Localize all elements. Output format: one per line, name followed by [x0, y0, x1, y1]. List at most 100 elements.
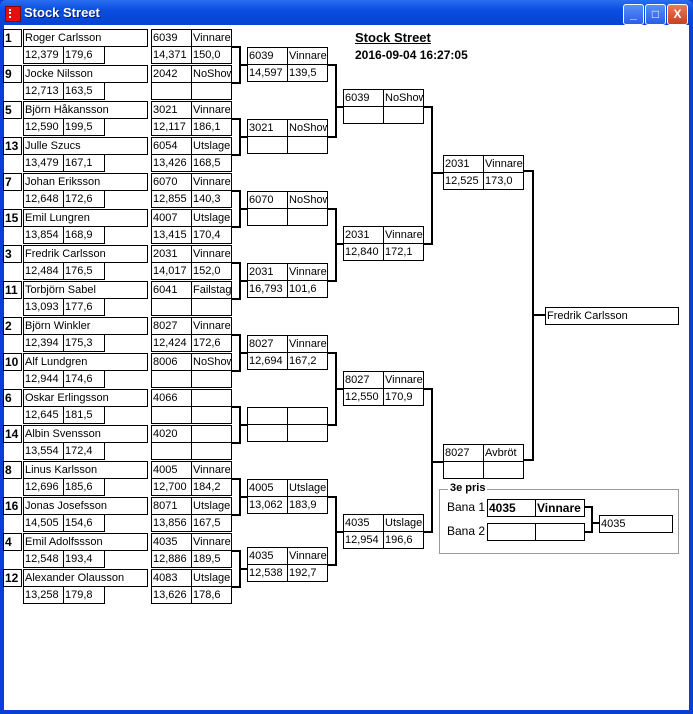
title-bar[interactable]: Stock Street _ □ X — [0, 0, 693, 25]
round1-status: Utslagen — [191, 209, 232, 227]
round1-car[interactable]: 4083 — [151, 569, 192, 587]
round1-speed: 140,3 — [191, 190, 232, 208]
semifinal-car[interactable]: 8027 — [443, 444, 484, 462]
round2-car[interactable]: 8027 — [247, 335, 288, 353]
player-time: 12,648 — [23, 190, 64, 208]
connector-line — [328, 496, 343, 566]
round2-status: Vinnare — [287, 547, 328, 565]
connector-line — [232, 406, 247, 444]
player-name[interactable]: Björn Håkansson — [23, 101, 148, 119]
round1-car[interactable]: 3021 — [151, 101, 192, 119]
player-name[interactable]: Alexander Olausson — [23, 569, 148, 587]
seed-number: 13 — [3, 137, 22, 155]
lane1-label: Bana 1 — [447, 500, 486, 514]
seed-number: 4 — [3, 533, 22, 551]
round1-status: Utslagen — [191, 137, 232, 155]
round3-status: Vinnare — [383, 226, 424, 244]
round2-status: Vinnare — [287, 47, 328, 65]
round1-car[interactable]: 6039 — [151, 29, 192, 47]
player-speed: 185,6 — [63, 478, 105, 496]
round1-time: 12,424 — [151, 334, 192, 352]
round2-car[interactable]: 2031 — [247, 263, 288, 281]
round2-car[interactable] — [247, 407, 288, 425]
seed-number: 15 — [3, 209, 22, 227]
close-button[interactable]: X — [667, 4, 688, 25]
player-name[interactable]: Fredrik Carlsson — [23, 245, 148, 263]
seed-number: 1 — [3, 29, 22, 47]
player-name[interactable]: Albin Svensson — [23, 425, 148, 443]
round1-car[interactable]: 2042 — [151, 65, 192, 83]
seed-number: 14 — [3, 425, 22, 443]
player-name[interactable]: Roger Carlsson — [23, 29, 148, 47]
round1-car[interactable]: 4005 — [151, 461, 192, 479]
player-name[interactable]: Julle Szucs — [23, 137, 148, 155]
player-speed: 163,5 — [63, 82, 105, 100]
round1-car[interactable]: 4035 — [151, 533, 192, 551]
round2-speed: 192,7 — [287, 564, 328, 582]
third-lane1-car[interactable]: 4035 — [487, 499, 536, 517]
round1-car[interactable]: 8027 — [151, 317, 192, 335]
player-name[interactable]: Johan Eriksson — [23, 173, 148, 191]
third-lane2-car[interactable] — [487, 523, 536, 541]
round1-car[interactable]: 4020 — [151, 425, 192, 443]
round3-car[interactable]: 4035 — [343, 514, 384, 532]
player-name[interactable]: Emil Lungren — [23, 209, 148, 227]
round1-car[interactable]: 4007 — [151, 209, 192, 227]
round1-car[interactable]: 2031 — [151, 245, 192, 263]
maximize-button[interactable]: □ — [645, 4, 666, 25]
player-name[interactable]: Oskar Erlingsson — [23, 389, 148, 407]
round2-status: Vinnare — [287, 263, 328, 281]
player-speed: 181,5 — [63, 406, 105, 424]
round2-car[interactable]: 4005 — [247, 479, 288, 497]
round3-car[interactable]: 8027 — [343, 371, 384, 389]
minimize-button[interactable]: _ — [623, 4, 644, 25]
player-name[interactable]: Emil Adolfssson — [23, 533, 148, 551]
player-name[interactable]: Jonas Josefsson — [23, 497, 148, 515]
round1-car[interactable]: 6041 — [151, 281, 192, 299]
round2-time — [247, 136, 288, 154]
player-name[interactable]: Björn Winkler — [23, 317, 148, 335]
round1-car[interactable]: 8006 — [151, 353, 192, 371]
player-time: 12,548 — [23, 550, 64, 568]
round3-car[interactable]: 6039 — [343, 89, 384, 107]
event-title: Stock Street — [355, 30, 431, 45]
player-time: 13,258 — [23, 586, 64, 604]
player-name[interactable]: Linus Karlsson — [23, 461, 148, 479]
round1-time: 12,117 — [151, 118, 192, 136]
round1-car[interactable]: 6070 — [151, 173, 192, 191]
semifinal-speed — [483, 461, 524, 479]
player-name[interactable]: Jocke Nilsson — [23, 65, 148, 83]
player-name[interactable]: Alf Lundgren — [23, 353, 148, 371]
player-name[interactable]: Torbjörn Sabel — [23, 281, 148, 299]
round1-car[interactable]: 8071 — [151, 497, 192, 515]
player-time: 12,645 — [23, 406, 64, 424]
round1-status: Utslagen — [191, 569, 232, 587]
round2-car[interactable]: 3021 — [247, 119, 288, 137]
round2-car[interactable]: 4035 — [247, 547, 288, 565]
seed-number: 6 — [3, 389, 22, 407]
seed-number: 3 — [3, 245, 22, 263]
round1-speed: 152,0 — [191, 262, 232, 280]
round2-car[interactable]: 6039 — [247, 47, 288, 65]
semifinal-time: 12,525 — [443, 172, 484, 190]
seed-number: 12 — [3, 569, 22, 587]
seed-number: 2 — [3, 317, 22, 335]
round1-car[interactable]: 6054 — [151, 137, 192, 155]
round3-car[interactable]: 2031 — [343, 226, 384, 244]
third-lane2-status — [535, 523, 585, 541]
round3-speed: 196,6 — [383, 531, 424, 549]
player-time: 12,944 — [23, 370, 64, 388]
connector-line — [232, 118, 247, 156]
connector-line — [524, 170, 545, 461]
window-title: Stock Street — [24, 5, 100, 20]
round1-car[interactable]: 4066 — [151, 389, 192, 407]
bracket-connectors — [232, 46, 599, 588]
seed-number: 9 — [3, 65, 22, 83]
player-time: 14,505 — [23, 514, 64, 532]
round1-status: Vinnare — [191, 461, 232, 479]
player-time: 12,484 — [23, 262, 64, 280]
round2-speed — [287, 208, 328, 226]
round2-car[interactable]: 6070 — [247, 191, 288, 209]
round2-speed: 167,2 — [287, 352, 328, 370]
semifinal-car[interactable]: 2031 — [443, 155, 484, 173]
